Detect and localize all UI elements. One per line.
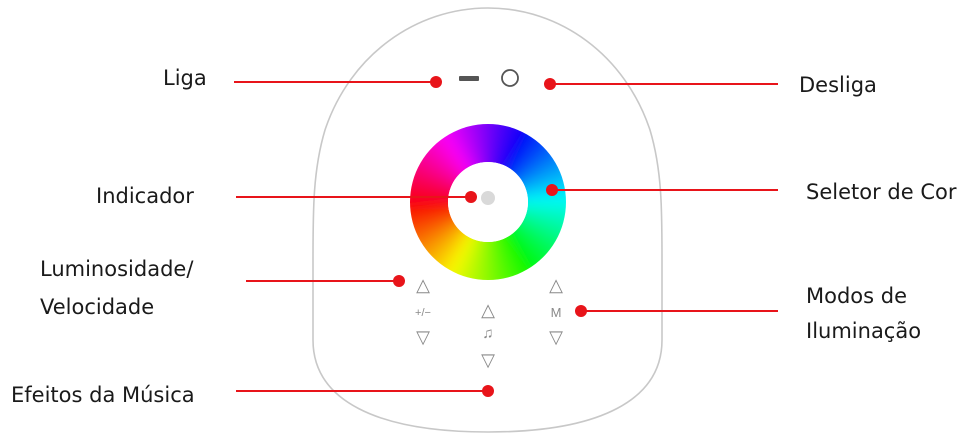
label-modos-de: Modos de (806, 284, 907, 308)
brightness-up-key[interactable]: △ (416, 275, 430, 295)
mode-up-key[interactable]: △ (549, 275, 563, 295)
brightness-down-key[interactable]: ▽ (416, 327, 430, 347)
music-up-key[interactable]: △ (481, 300, 495, 320)
mode-key[interactable]: M (551, 305, 562, 320)
callout-dot-desliga (544, 78, 556, 90)
label-seletor-de-cor: Seletor de Cor (806, 180, 957, 204)
callout-dot-modos (575, 305, 587, 317)
label-iluminacao: Iluminação (806, 319, 921, 343)
power-on-key[interactable] (459, 76, 479, 81)
label-liga: Liga (163, 66, 207, 90)
label-velocidade: Velocidade (40, 295, 154, 319)
mode-down-key[interactable]: ▽ (549, 327, 563, 347)
music-down-key[interactable]: ▽ (481, 350, 495, 370)
callout-dot-musica (482, 385, 494, 397)
brightness-label-key: +/− (415, 307, 431, 319)
indicator-light (481, 191, 495, 205)
label-efeitos-da-musica: Efeitos da Música (11, 383, 195, 407)
callout-dot-liga (430, 76, 442, 88)
label-luminosidade: Luminosidade/ (40, 257, 194, 281)
callout-dot-indicador (465, 191, 477, 203)
callout-dot-seletor (546, 184, 558, 196)
callout-dot-luminosidade (393, 275, 405, 287)
label-indicador: Indicador (96, 184, 194, 208)
music-note-icon: ♫ (482, 325, 493, 342)
label-desliga: Desliga (799, 73, 877, 97)
